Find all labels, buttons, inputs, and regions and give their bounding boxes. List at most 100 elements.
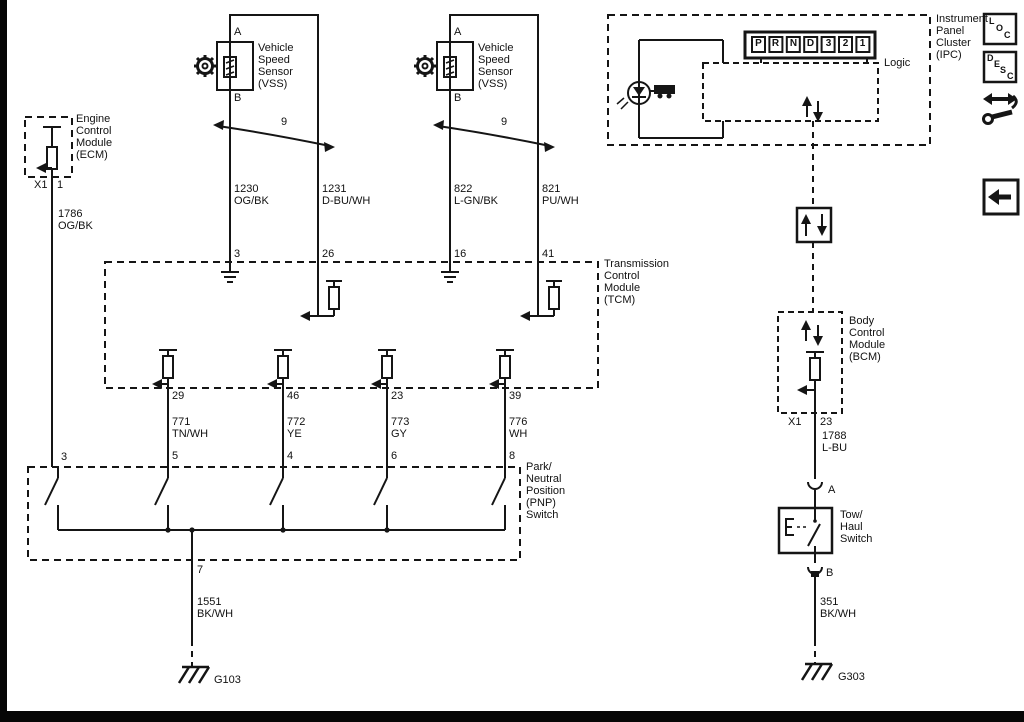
ground-g103-icon	[177, 665, 211, 684]
tcm-internal-resistor	[300, 262, 342, 321]
desc-button[interactable]: D E S C	[984, 52, 1016, 82]
vss-left-circuit	[194, 14, 335, 262]
scan-border-bottom	[0, 711, 1024, 722]
ground-label: G103	[214, 674, 241, 686]
ground-g303-icon	[800, 662, 834, 681]
ipc-label: Instrument Panel Cluster (IPC)	[936, 13, 988, 61]
gear-indicator: R	[771, 38, 780, 49]
terminal-label: A	[234, 26, 242, 38]
tcm-pin: 26	[322, 248, 335, 260]
wire-circuit: 1551	[197, 596, 222, 608]
twisted-pair-marker	[433, 120, 555, 152]
serial-data-arrows-icon	[801, 320, 823, 346]
wire-color: L-BU	[822, 442, 848, 454]
back-arrow-icon	[988, 189, 999, 205]
wire-circuit: 1788	[822, 430, 847, 442]
wire-color: D-BU/WH	[322, 195, 371, 207]
ecm-signal-arrow-icon	[36, 163, 46, 173]
tcm-box	[104, 261, 599, 467]
tcm-pin: 23	[391, 390, 404, 402]
wire-circuit: 1231	[322, 183, 347, 195]
terminal-label: A	[454, 26, 462, 38]
wire-color: OG/BK	[58, 220, 93, 232]
tcm-output-resistor	[371, 349, 396, 467]
ground-icon	[441, 262, 459, 283]
desc-letter: S	[1000, 65, 1007, 75]
back-button-frame	[982, 178, 1020, 216]
tcm-pin: 3	[234, 248, 241, 260]
ecm-box	[24, 116, 73, 467]
loc-letter: C	[1004, 30, 1011, 40]
pnp-pin: 3	[61, 451, 68, 463]
wire-circuit: 772	[287, 416, 306, 428]
ground-label: G303	[838, 671, 865, 683]
pnp-pin: 5	[172, 450, 179, 462]
wire-color: WH	[509, 428, 528, 440]
scan-border-left	[0, 0, 7, 722]
ecm-connector: X1	[34, 179, 48, 191]
gear-icon	[194, 55, 216, 77]
desc-letter: D	[987, 53, 994, 63]
terminal-label: B	[234, 92, 242, 104]
tcm-pin: 39	[509, 390, 522, 402]
gear-indicator: 1	[859, 38, 866, 49]
terminal-label: B	[454, 92, 462, 104]
wire-circuit: 822	[454, 183, 473, 195]
twisted-pair-marker	[213, 120, 335, 152]
desc-letter: C	[1007, 71, 1014, 81]
gear-icon	[414, 55, 436, 77]
wire-color: PU/WH	[542, 195, 579, 207]
tcm-pin: 29	[172, 390, 185, 402]
gear-indicator: D	[806, 38, 815, 49]
pnp-pin: 4	[287, 450, 294, 462]
tow-haul-indicator-icon	[649, 85, 675, 99]
wire-circuit: 771	[172, 416, 191, 428]
pnp-pin: 8	[509, 450, 516, 462]
twisted-pair-count: 9	[281, 116, 288, 128]
wire-color: TN/WH	[172, 428, 209, 440]
desc-button-frame	[982, 50, 1018, 84]
gear-indicator: N	[789, 38, 798, 49]
bcm-label: Body Control Module (BCM)	[849, 315, 886, 363]
pnp-switch-box	[27, 466, 521, 684]
bcm-pin: 23	[820, 416, 833, 428]
twisted-pair-count: 9	[501, 116, 508, 128]
ecm-label: Engine Control Module (ECM)	[76, 113, 113, 161]
tcm-output-resistor	[267, 349, 292, 467]
terminal-label: B	[826, 567, 834, 579]
loc-letter: O	[996, 23, 1004, 33]
ecm-pin: 1	[57, 179, 64, 191]
towhaul-label: Tow/ Haul Switch	[840, 509, 873, 545]
wire-color: OG/BK	[234, 195, 269, 207]
desc-letter: E	[994, 59, 1001, 69]
shortcut-wrench-icon[interactable]	[982, 93, 1018, 125]
serial-data-link-box	[795, 206, 833, 312]
tcm-label: Transmission Control Module (TCM)	[604, 258, 669, 306]
tcm-internal-resistor	[520, 262, 562, 321]
led-indicator-icon	[616, 40, 651, 138]
logic-label: Logic	[884, 57, 911, 69]
vss-right-circuit	[414, 14, 555, 262]
wire-color: BK/WH	[197, 608, 234, 620]
gear-indicator: 3	[825, 38, 832, 49]
tcm-pin: 46	[287, 390, 300, 402]
wire-circuit: 821	[542, 183, 561, 195]
back-button[interactable]	[984, 180, 1018, 214]
vss-label: Vehicle Speed Sensor (VSS)	[478, 42, 514, 90]
loc-button[interactable]: L O C	[984, 14, 1016, 44]
tcm-pin: 16	[454, 248, 467, 260]
wire-circuit: 773	[391, 416, 410, 428]
bcm-box	[777, 311, 843, 479]
tcm-output-resistor	[152, 349, 177, 467]
serial-data-arrows-icon	[802, 96, 823, 122]
tow-haul-switch-box	[777, 481, 834, 681]
vss-label: Vehicle Speed Sensor (VSS)	[258, 42, 294, 90]
gear-indicator: 2	[842, 38, 849, 49]
wire-color: GY	[391, 428, 407, 440]
wire-circuit: 1786	[58, 208, 83, 220]
inline-connector-icon	[807, 481, 823, 490]
wire-circuit: 1230	[234, 183, 259, 195]
tcm-pin: 41	[542, 248, 555, 260]
